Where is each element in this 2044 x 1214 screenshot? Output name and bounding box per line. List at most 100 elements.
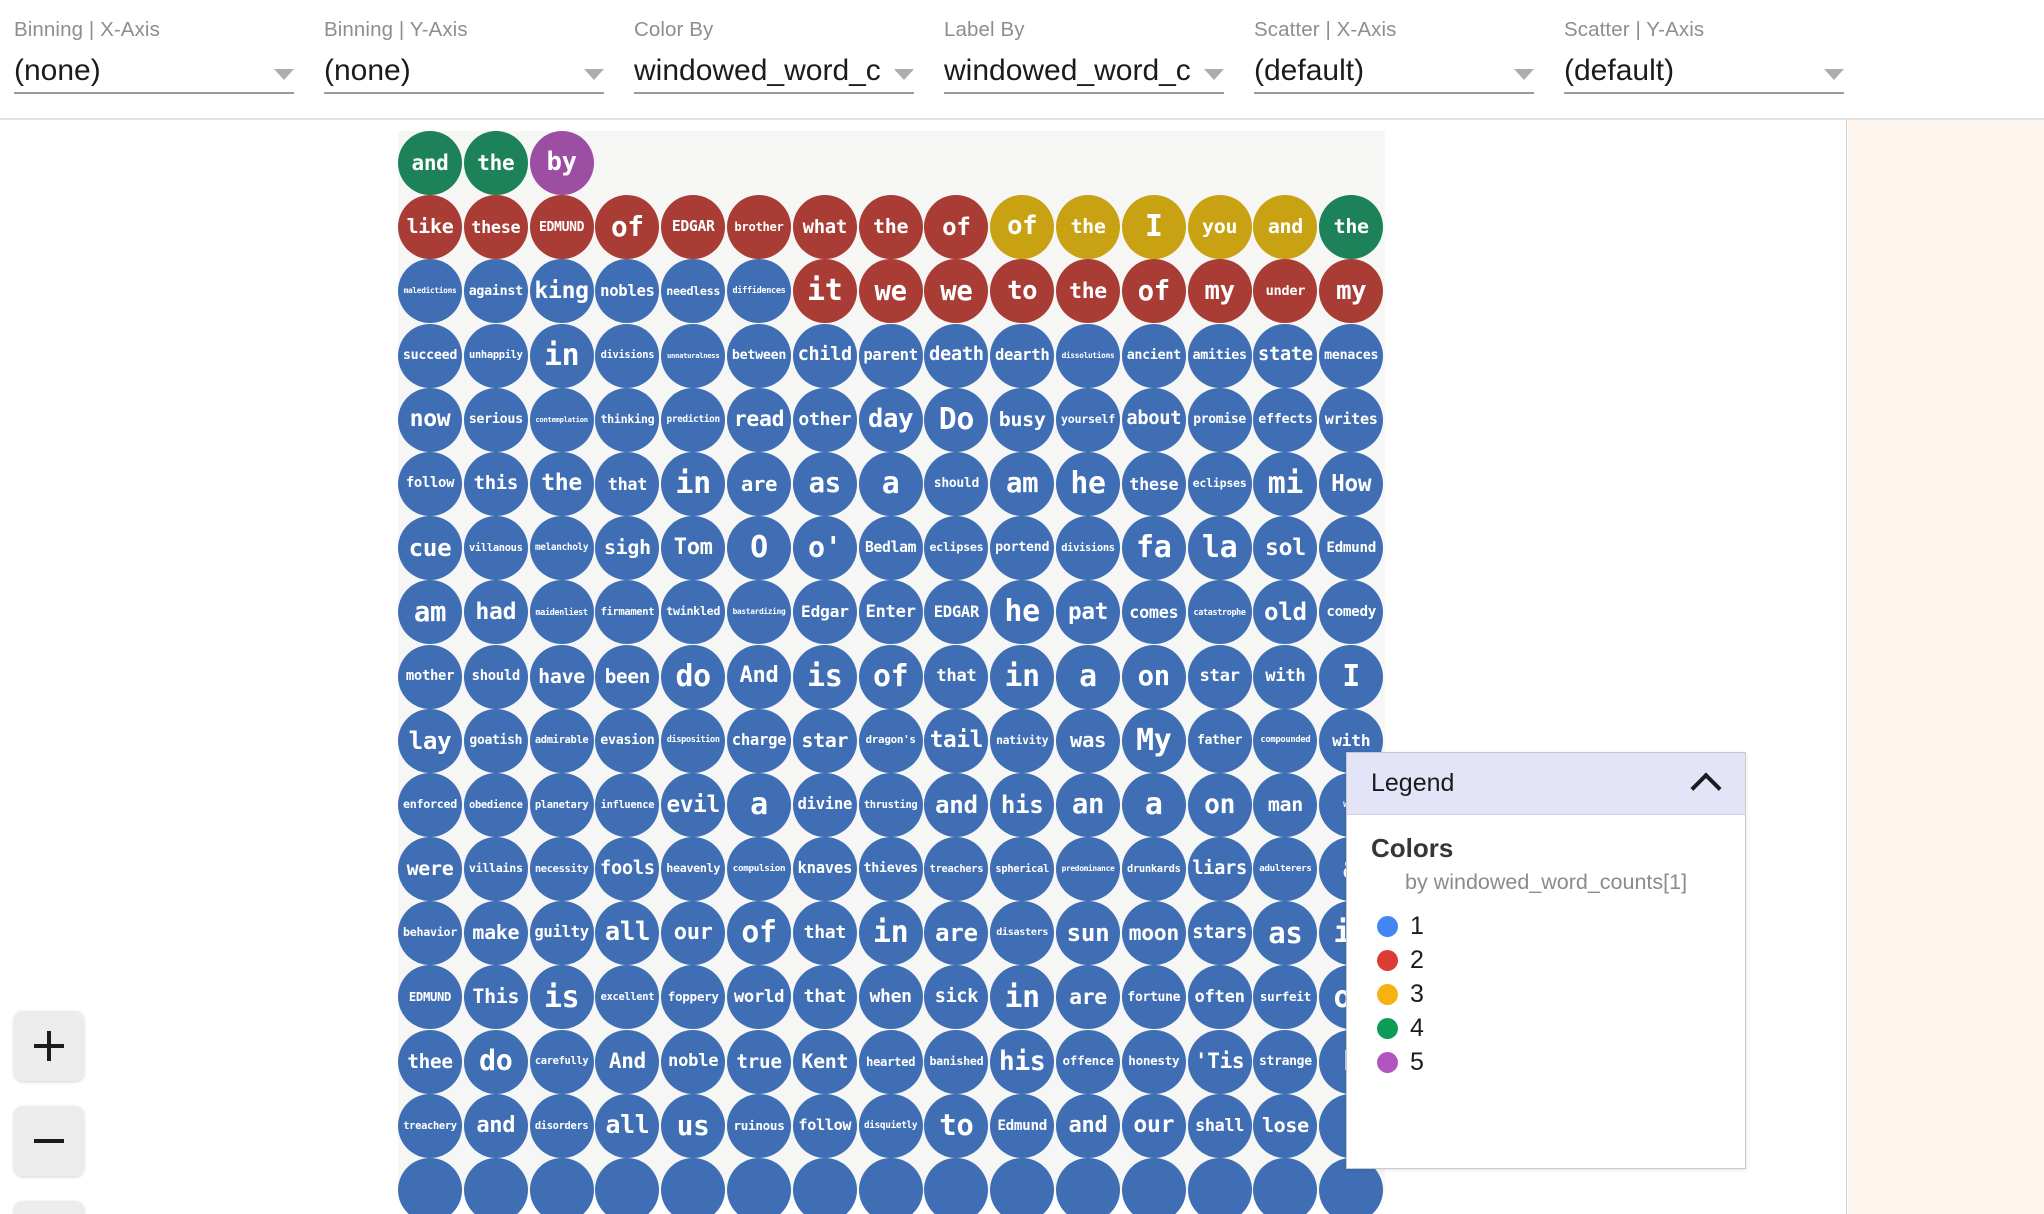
bubble[interactable]: in — [858, 901, 923, 966]
bubble[interactable]: are — [727, 451, 791, 516]
bubble[interactable]: the — [463, 131, 528, 195]
bubble[interactable]: drunkards — [1121, 837, 1186, 902]
bubble[interactable]: this — [463, 451, 528, 516]
bubble[interactable]: contemplation — [529, 387, 594, 452]
bubble[interactable]: carefully — [529, 1029, 594, 1094]
chevron-down-icon[interactable] — [1514, 69, 1534, 80]
bubble[interactable] — [595, 1158, 660, 1214]
bubble[interactable]: we — [858, 259, 923, 324]
bubble[interactable]: the — [1056, 195, 1120, 260]
bubble[interactable]: divisions — [1056, 516, 1120, 581]
legend-item[interactable]: 5 — [1377, 1045, 1723, 1079]
bubble[interactable]: offence — [1056, 1029, 1120, 1094]
bubble[interactable]: these — [463, 195, 528, 260]
bubble[interactable]: twinkled — [661, 580, 726, 645]
color-by-select[interactable]: windowed_word_c — [634, 50, 914, 94]
bubble[interactable]: it — [792, 259, 857, 324]
bubble[interactable]: I — [1319, 644, 1384, 709]
bubble[interactable]: predominance — [1056, 837, 1120, 902]
bubble[interactable] — [924, 1158, 989, 1214]
bubble[interactable]: eclipses — [924, 516, 989, 581]
bubble[interactable]: in — [990, 644, 1055, 709]
fit-to-screen-button[interactable] — [14, 1201, 84, 1214]
bubble[interactable]: star — [792, 708, 857, 773]
bubble[interactable]: a — [1121, 772, 1186, 837]
bubble[interactable] — [1187, 1158, 1252, 1214]
bubble[interactable]: excellent — [595, 965, 660, 1030]
bubble[interactable]: liars — [1187, 837, 1252, 902]
bubble[interactable]: and — [1056, 1093, 1120, 1158]
bubble[interactable]: Enter — [858, 580, 923, 645]
bubble[interactable]: in — [529, 323, 594, 388]
bubble[interactable]: star — [1187, 644, 1252, 709]
bubble[interactable] — [727, 1158, 791, 1214]
bubble[interactable]: were — [398, 837, 462, 902]
bubble[interactable] — [858, 1158, 923, 1214]
bubble[interactable]: have — [529, 644, 594, 709]
bubble[interactable] — [463, 1158, 528, 1214]
bubble[interactable]: O — [727, 516, 791, 581]
bubble[interactable]: thinking — [595, 387, 660, 452]
bubble[interactable]: like — [398, 195, 462, 260]
bubble[interactable]: writes — [1319, 387, 1384, 452]
bubble[interactable]: all — [595, 901, 660, 966]
bubble[interactable]: maledictions — [398, 259, 462, 324]
bubble[interactable]: am — [990, 451, 1055, 516]
bubble[interactable]: am — [398, 580, 462, 645]
bubble[interactable]: his — [990, 1029, 1055, 1094]
bubble[interactable]: mother — [398, 644, 462, 709]
bubble[interactable]: serious — [463, 387, 528, 452]
selector-scatter-x-axis[interactable]: Scatter | X-Axis(default) — [1240, 18, 1550, 94]
bubble[interactable]: unhappily — [463, 323, 528, 388]
bubble[interactable]: sick — [924, 965, 989, 1030]
bubble[interactable]: treachers — [924, 837, 989, 902]
bubble[interactable]: disquietly — [858, 1093, 923, 1158]
bubble[interactable]: are — [924, 901, 989, 966]
bubble[interactable]: banished — [924, 1029, 989, 1094]
bubble[interactable]: you — [1187, 195, 1252, 260]
bubble[interactable]: and — [924, 772, 989, 837]
bubble[interactable]: lose — [1253, 1093, 1318, 1158]
scatter-x-axis-select[interactable]: (default) — [1254, 50, 1534, 94]
bubble[interactable]: compounded — [1253, 708, 1318, 773]
chevron-down-icon[interactable] — [1204, 69, 1224, 80]
bubble[interactable]: follow — [398, 451, 462, 516]
bubble[interactable]: My — [1121, 708, 1186, 773]
bubble[interactable]: adulterers — [1253, 837, 1318, 902]
bubble[interactable]: surfeit — [1253, 965, 1318, 1030]
bubble[interactable]: fortune — [1121, 965, 1186, 1030]
bubble[interactable]: brother — [727, 195, 791, 260]
bubble[interactable] — [1056, 1158, 1120, 1214]
bubble[interactable]: often — [1187, 965, 1252, 1030]
bubble[interactable]: the — [858, 195, 923, 260]
bubble[interactable]: promise — [1187, 387, 1252, 452]
bubble[interactable]: all — [595, 1093, 660, 1158]
bubble[interactable]: How — [1319, 451, 1384, 516]
bubble[interactable]: disasters — [990, 901, 1055, 966]
bubble[interactable]: what — [792, 195, 857, 260]
bubble[interactable]: firmament — [595, 580, 660, 645]
chevron-down-icon[interactable] — [1824, 69, 1844, 80]
bubble[interactable] — [990, 1158, 1055, 1214]
bubble[interactable]: state — [1253, 323, 1318, 388]
binning-y-axis-select[interactable]: (none) — [324, 50, 604, 94]
bubble[interactable]: hearted — [858, 1029, 923, 1094]
zoom-in-button[interactable] — [14, 1011, 84, 1081]
bubble[interactable]: shall — [1187, 1093, 1252, 1158]
bubble[interactable]: villanous — [463, 516, 528, 581]
bubble[interactable]: busy — [990, 387, 1055, 452]
bubble[interactable]: the — [529, 451, 594, 516]
bubble[interactable]: catastrophe — [1187, 580, 1252, 645]
bubble[interactable]: the — [1319, 195, 1384, 260]
bubble[interactable]: foppery — [661, 965, 726, 1030]
chevron-down-icon[interactable] — [894, 69, 914, 80]
bubble[interactable]: nobles — [595, 259, 660, 324]
bubble[interactable]: do — [463, 1029, 528, 1094]
bubble[interactable]: of — [1121, 259, 1186, 324]
bubble[interactable]: maidenliest — [529, 580, 594, 645]
bubble[interactable]: Edmund — [1319, 516, 1384, 581]
bubble[interactable]: sigh — [595, 516, 660, 581]
bubble[interactable]: child — [792, 323, 857, 388]
